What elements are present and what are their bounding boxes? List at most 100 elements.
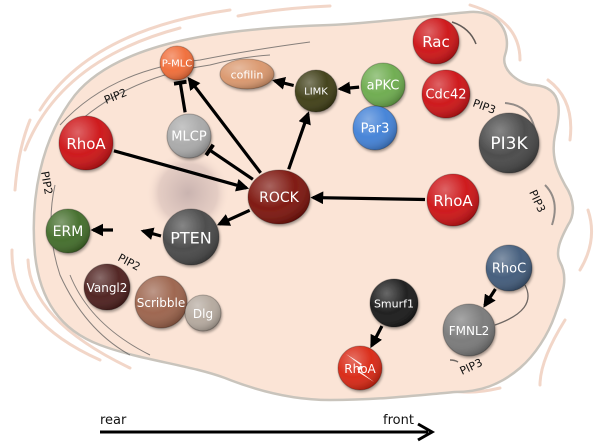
node-rhoa-right: RhoA (426, 173, 480, 227)
node-gloss (443, 304, 495, 356)
membrane-line (544, 184, 556, 226)
node-label: FMNL2 (449, 324, 490, 338)
outer-arc (26, 258, 132, 370)
node-fmnl2: FMNL2 (442, 303, 496, 357)
node-label: Rac (422, 33, 450, 51)
rear-front-axis: rear front (100, 413, 436, 442)
node-rhoc: RhoC (485, 244, 533, 292)
node-mlcp: MLCP (166, 113, 212, 159)
node-label: PTEN (170, 229, 212, 248)
edge-pten-to-pip2-activation (140, 227, 162, 240)
edge-rock-to-pmlc-activation (187, 76, 262, 174)
node-limk: LIMK (294, 69, 338, 113)
outer-arc (236, 4, 332, 18)
node-gloss (46, 209, 90, 253)
outer-arc (546, 78, 573, 142)
node-apkc: aPKC (360, 62, 406, 108)
edge-mlcp-to-pmlc-inhibition (173, 79, 187, 113)
node-scribble: Scribble (134, 275, 188, 329)
edge-smurf1-to-rhoa_degraded-activation (370, 325, 384, 349)
node-gloss (59, 116, 113, 170)
node-gloss (486, 245, 532, 291)
node-label: ERM (53, 224, 84, 240)
edge-rock-to-limk-activation (287, 111, 311, 170)
node-label: RhoC (492, 262, 526, 277)
edge-rhoc-to-fmnl2-activation (483, 288, 497, 308)
node-label: Scribble (137, 296, 185, 310)
axis-arrowhead (417, 422, 436, 442)
membrane-line (451, 21, 477, 45)
edge-rhoa_right-to-rock-activation (310, 191, 426, 205)
node-gloss (427, 174, 479, 226)
outer-arc (38, 8, 232, 112)
outer-arc (10, 248, 102, 362)
node-label: MLCP (171, 130, 207, 145)
node-gloss (479, 113, 539, 173)
node-rac: Rac (412, 17, 460, 65)
node-gloss (422, 70, 470, 118)
edge-limk-to-cofilin-activation (272, 77, 295, 90)
node-gloss (413, 18, 459, 64)
node-gloss (361, 63, 405, 107)
membrane-line (50, 184, 131, 356)
node-label: cofilin (231, 69, 264, 82)
node-label: PI3K (490, 134, 528, 154)
node-gloss (185, 295, 221, 331)
node-dlg: Dlg (184, 294, 222, 332)
edge-apkc-to-limk-activation (337, 81, 360, 95)
node-label: Par3 (361, 122, 390, 137)
node-label: RhoA (433, 192, 473, 210)
node-gloss (295, 70, 337, 112)
node-label: aPKC (367, 79, 400, 94)
node-rhoa-degraded: RhoA (337, 345, 383, 391)
node-gloss (167, 114, 211, 158)
outer-arc (468, 3, 522, 62)
membrane-line (69, 274, 151, 356)
node-gloss (160, 46, 194, 80)
edges-layer (90, 76, 497, 349)
node-gloss (84, 264, 130, 310)
membrane-line (59, 41, 311, 126)
node-gloss (248, 170, 310, 224)
node-vangl2: Vangl2 (83, 263, 131, 311)
axis-label-rear: rear (100, 413, 127, 428)
lipid-label-pip2-left: PIP2 (38, 170, 55, 195)
node-cdc42: Cdc42 (421, 69, 471, 119)
node-rhoa-left: RhoA (58, 115, 114, 171)
node-label: Cdc42 (425, 88, 466, 103)
node-gloss (370, 279, 418, 327)
nucleus-blur (146, 151, 230, 235)
node-cofilin: cofilin (219, 58, 275, 90)
edge-rhoa_left-to-rock-activation (113, 149, 250, 192)
outer-arc (578, 208, 594, 272)
axis-label-front: front (383, 413, 414, 428)
node-label: ROCK (259, 190, 300, 206)
edge-rock-to-pten-activation (216, 208, 251, 226)
edge-rock-to-mlcp-inhibition (204, 143, 254, 181)
node-gloss (220, 59, 274, 89)
node-label: RhoA (66, 135, 106, 153)
node-pten: PTEN (162, 208, 220, 266)
node-rock: ROCK (247, 169, 311, 225)
node-gloss (353, 106, 397, 150)
node-label: Smurf1 (374, 298, 414, 311)
outer-arc (13, 118, 32, 192)
node-smurf1: Smurf1 (369, 278, 419, 328)
node-par3: Par3 (352, 105, 398, 151)
node-pmlc: P-MLC (159, 45, 195, 81)
node-label: Vangl2 (87, 281, 128, 295)
node-label: LIMK (304, 87, 328, 98)
node-erm: ERM (45, 208, 91, 254)
node-pi3k: PI3K (478, 112, 540, 174)
membrane-lines (50, 21, 556, 363)
outer-arc (23, 26, 182, 152)
lightning-bolt-icon (346, 354, 374, 382)
outer-arc (538, 318, 567, 387)
membrane-line (494, 284, 529, 326)
node-label: P-MLC (162, 59, 193, 70)
membrane-line (449, 359, 459, 363)
node-gloss (135, 276, 187, 328)
